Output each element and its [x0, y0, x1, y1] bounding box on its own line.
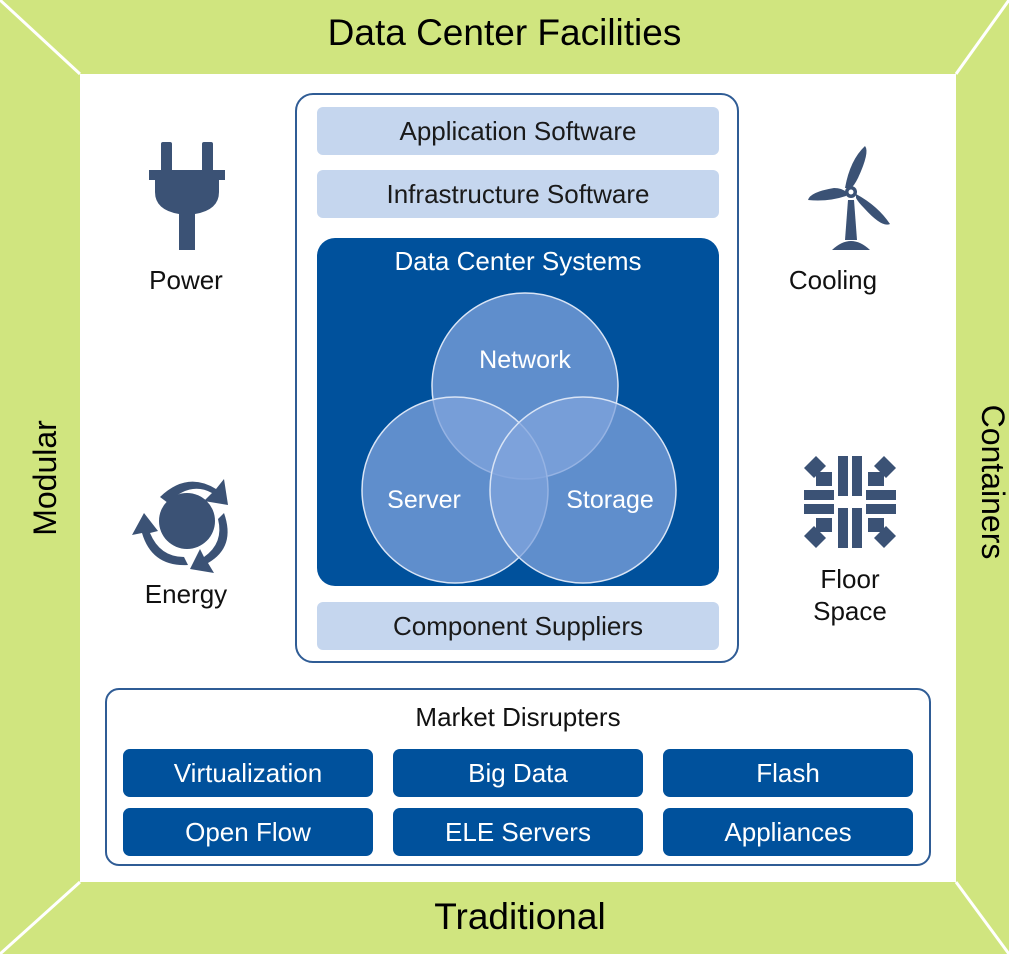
frame-bottom-band: [0, 882, 1009, 954]
power-label: Power: [149, 265, 223, 295]
application-software-bar: Application Software: [317, 107, 719, 155]
energy-label: Energy: [144, 579, 228, 609]
infrastructure-software-bar: Infrastructure Software: [317, 170, 719, 218]
market-item-virtualization: Virtualization: [123, 749, 373, 797]
frame-corner-line: [0, 880, 82, 954]
venn-diagram: Network Server Storage: [361, 292, 677, 584]
frame-top-band: [0, 0, 1009, 74]
data-center-systems-panel: Data Center Systems Network Server Stora…: [317, 238, 719, 586]
frame-corner-line: [954, 0, 1009, 75]
frame-corner-line: [0, 0, 82, 76]
frame-left-label: Modular: [27, 420, 63, 536]
frame-corner-line: [954, 881, 1009, 954]
wind-turbine-icon: [808, 146, 890, 250]
frame-top-label: Data Center Facilities: [327, 12, 682, 53]
frame-right-band: [956, 0, 1009, 954]
market-item-ele-servers: ELE Servers: [393, 808, 643, 856]
frame-right-label: Containers: [975, 404, 1009, 560]
venn-circle-storage: [489, 396, 677, 584]
market-item-open-flow: Open Flow: [123, 808, 373, 856]
plug-icon: [149, 142, 225, 250]
venn-label-server: Server: [387, 486, 461, 514]
floor-space-label-line1: Floor: [820, 564, 880, 594]
market-disrupters-title: Market Disrupters: [415, 702, 621, 732]
frame-left-band: [0, 0, 80, 954]
venn-label-network: Network: [479, 346, 571, 374]
systems-title: Data Center Systems: [394, 246, 642, 276]
component-suppliers-bar: Component Suppliers: [317, 602, 719, 650]
venn-label-storage: Storage: [566, 486, 654, 514]
floor-space-label-line2: Space: [813, 596, 887, 626]
cooling-label: Cooling: [788, 265, 878, 295]
floor-plan-icon: [804, 456, 896, 548]
market-item-appliances: Appliances: [663, 808, 913, 856]
frame-bottom-label: Traditional: [434, 896, 606, 937]
cycle-arrows-icon: [132, 479, 228, 573]
market-item-flash: Flash: [663, 749, 913, 797]
floor-space-label: Floor Space: [750, 563, 950, 627]
market-item-big-data: Big Data: [393, 749, 643, 797]
